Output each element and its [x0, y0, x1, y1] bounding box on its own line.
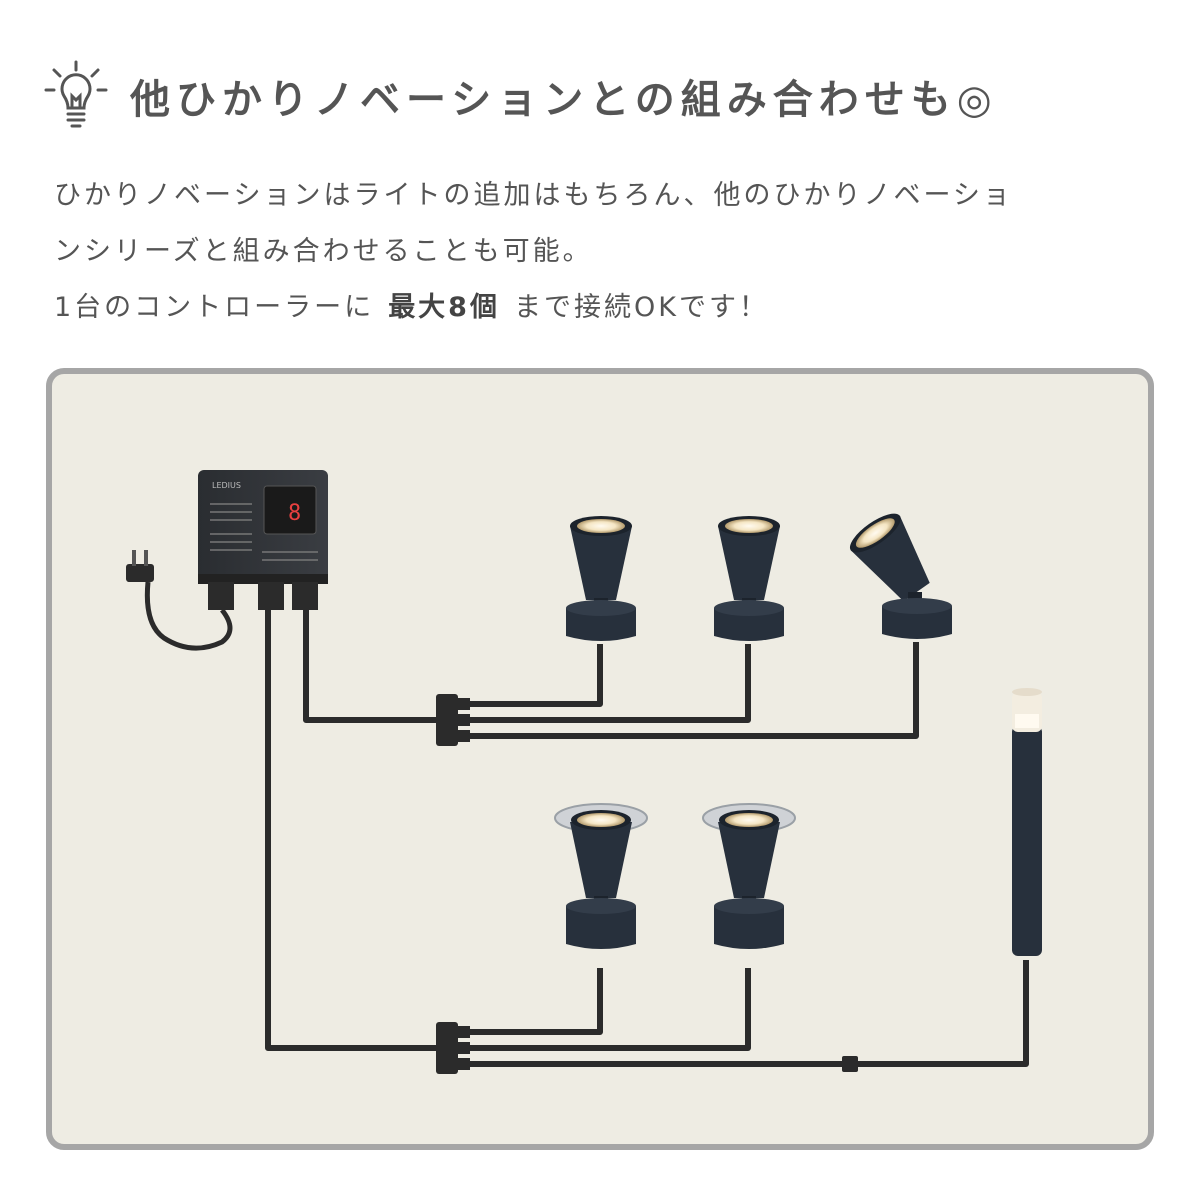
description-line-2: ンシリーズと組み合わせることも可能。	[54, 236, 593, 267]
description-line-1: ひかりノベーションはライトの追加はもちろん、他のひかりノベーショ	[54, 180, 1013, 211]
description: ひかりノベーションはライトの追加はもちろん、他のひかりノベーショ ンシリーズと組…	[54, 168, 1154, 336]
description-line-3: 1台のコントローラーに最大8個まで接続OKです！	[54, 280, 1154, 336]
cables	[265, 610, 1029, 1067]
description-line-3-suffix: まで接続OKです！	[513, 292, 769, 323]
junction-top	[436, 694, 470, 746]
power-plug	[126, 550, 233, 651]
controller-brand: LEDIUS	[212, 481, 241, 490]
lightbulb-icon	[44, 60, 108, 128]
cable-connector	[842, 1056, 858, 1072]
section-heading: 他ひかりノベーションとの組み合わせも◎	[44, 56, 998, 136]
connection-diagram: LEDIUS 8	[126, 470, 1042, 1074]
controller-box: LEDIUS 8	[198, 470, 328, 610]
spotlight-4	[554, 803, 648, 949]
spotlight-5	[702, 803, 796, 949]
description-line-3-prefix: 1台のコントローラーに	[54, 292, 375, 323]
spotlight-3	[849, 513, 952, 639]
junction-bottom	[436, 1022, 470, 1074]
page-title: 他ひかりノベーションとの組み合わせも◎	[130, 77, 998, 123]
controller-display: 8	[288, 501, 301, 526]
spotlight-2	[714, 516, 784, 641]
connection-diagram-panel: LEDIUS 8	[46, 368, 1154, 1150]
max-count-emphasis: 最大8個	[388, 292, 500, 323]
spotlight-1	[566, 516, 636, 641]
bollard-light	[1012, 688, 1042, 956]
